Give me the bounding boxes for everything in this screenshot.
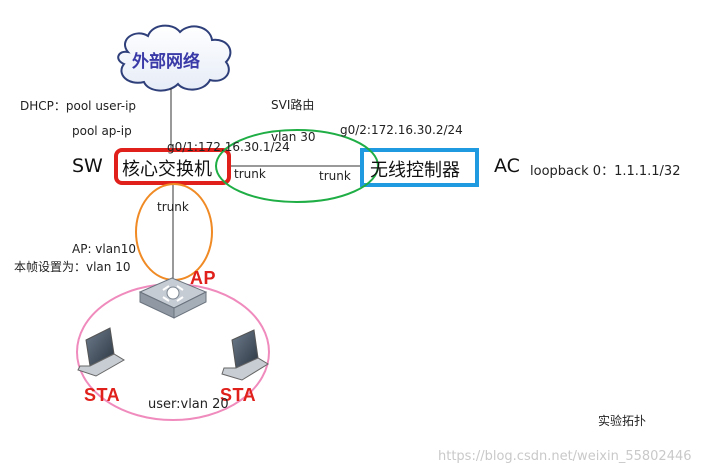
ac-interface-label: g0/2:172.16.30.2/24 [340,123,463,137]
core-switch-box [114,148,231,185]
loopback-label: loopback 0：1.1.1.1/32 [530,164,681,179]
dhcp-pool-ap: pool ap-ip [72,124,132,138]
sw-prefix: SW [72,155,103,177]
user-vlan-label: user:vlan 20 [148,397,229,412]
laptop-right-icon [221,329,269,381]
core-switch-label: 核心交换机 [122,159,212,180]
watermark: https://blog.csdn.net/weixin_55802446 [438,449,692,464]
svi-vlan: vlan 30 [271,130,316,144]
controller-label: 无线控制器 [370,160,460,181]
ap-device-icon [138,277,208,319]
sta-right-label: STA [220,385,257,405]
cloud-label: 外部网络 [132,52,200,72]
laptop-left-icon [77,327,125,377]
diagram-caption: 实验拓扑 [598,414,647,428]
green-ellipse [215,129,379,203]
cloud-shape [117,24,232,92]
controller-box [360,148,479,187]
dhcp-pool-user: DHCP：pool user-ip [20,99,137,113]
ap-label: AP [190,268,217,288]
orange-ellipse [135,183,213,281]
ac-suffix: AC [494,155,520,177]
trunk-left-label: trunk [234,167,266,181]
svi-title: SVI路由 [271,98,315,112]
ap-native-note: 本帧设置为：vlan 10 [14,260,131,274]
trunk-down-label: trunk [157,200,189,214]
sw-interface-label: g0/1:172.16.30.1/24 [167,140,290,154]
sta-left-label: STA [84,385,121,405]
trunk-right-label: trunk [319,169,351,183]
ap-vlan-note: AP: vlan10 [72,242,136,256]
